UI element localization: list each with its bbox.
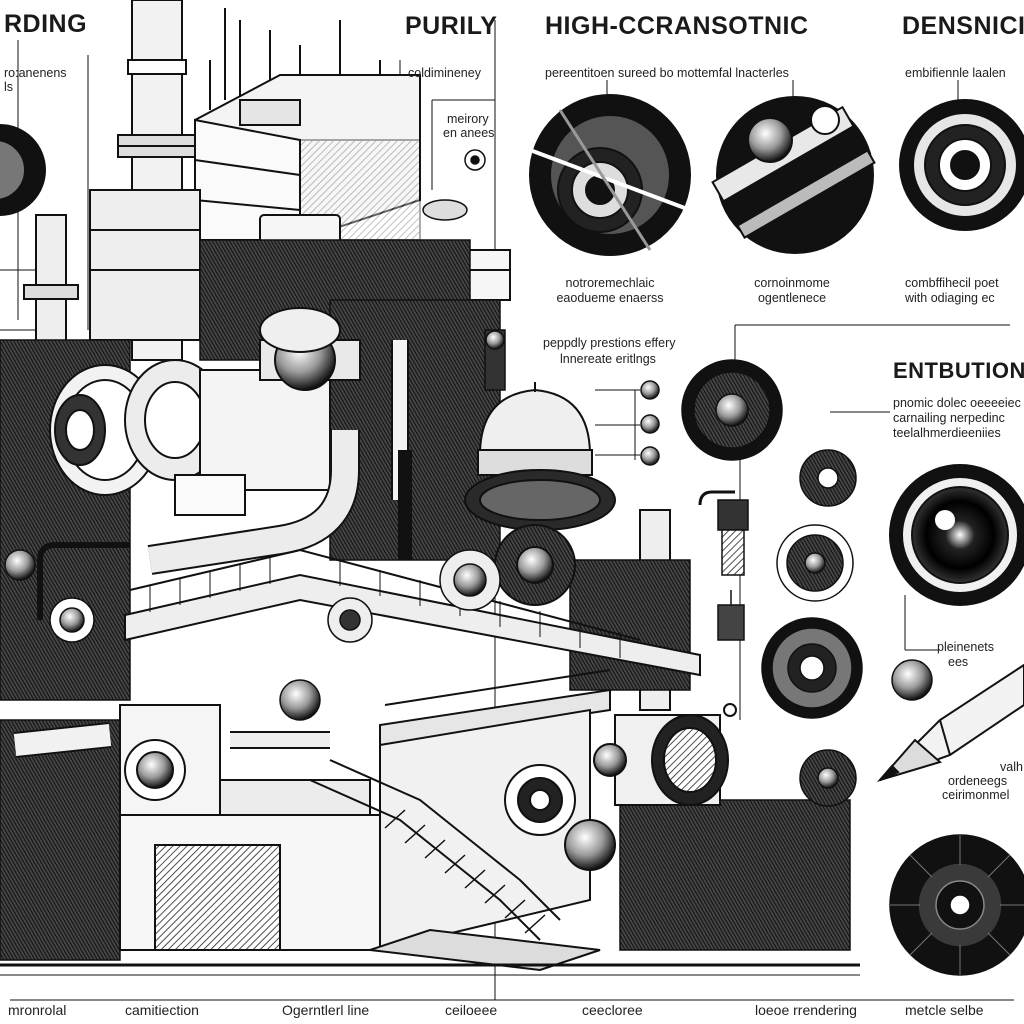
factory-knobs — [4, 149, 506, 721]
footer-label-3: Ogerntlerl line — [282, 1002, 370, 1018]
note-entbution-2: carnailing nerpedinc — [893, 411, 1005, 425]
turbines — [49, 307, 361, 516]
note-entbution-3: teelalhmerdieeniies — [893, 426, 1001, 440]
lower-building — [0, 704, 860, 976]
note-factory-mid-2: en anees — [443, 126, 495, 140]
note-lens-1: pleinenets — [937, 640, 994, 654]
note-pencil-1: valh — [1000, 760, 1023, 774]
heading-rding: RDING — [4, 10, 88, 38]
footer-label-7: metcle selbe — [905, 1002, 984, 1018]
note-factory-top: coldimineney — [408, 66, 481, 80]
heading-purily: PURILY — [405, 12, 498, 40]
staircase — [309, 759, 561, 941]
caption-circle-3-line-2: with odiaging ec — [905, 291, 995, 305]
detail-circle-3 — [0, 99, 1024, 231]
detail-circle-2 — [711, 96, 876, 254]
caption-circle-1-line-1: notroremechlaic — [565, 276, 655, 290]
fan-housing — [504, 703, 737, 871]
pencil — [876, 663, 1024, 782]
note-pencil-3: ceirimonmel — [942, 788, 1010, 802]
note-left-top-2: ls — [4, 80, 14, 94]
caption-circle-2-line-2: ogentlenece — [757, 291, 827, 305]
note-center-top: pereentitoen sureed bo mottemfal lnacter… — [545, 66, 789, 80]
main-platform — [124, 548, 701, 747]
note-lens-2: ees — [948, 655, 969, 669]
note-pencil-2: ordeneegs — [948, 774, 1008, 788]
heading-densnici: DENSNICI — [902, 12, 1024, 40]
footer-label-1: mronrolal — [8, 1002, 67, 1018]
detail-circle-1 — [529, 94, 691, 256]
pipes — [13, 340, 412, 758]
footer-label-2: camitiection — [125, 1002, 199, 1018]
footer-label-4: ceiloeee — [445, 1002, 498, 1018]
note-mid-1: peppdly prestions effery — [543, 336, 676, 350]
note-entbution-1: pnomic dolec oeeeeiec — [893, 396, 1021, 410]
large-lens — [889, 464, 1024, 606]
heading-entbution: ENTBUTION — [893, 358, 1024, 383]
note-mid-2: lnnereate eritlngs — [560, 352, 656, 366]
sunburst-disc — [889, 834, 1024, 976]
caption-circle-2-line-1: cornoinmome — [754, 276, 830, 290]
caption-circle-1-line-2: eaodueme enaerss — [556, 291, 664, 305]
note-factory-mid-1: meirory — [447, 112, 489, 126]
heading-high-ccransotnic: HIGH-CCRANSOTNIC — [545, 12, 809, 40]
footer-label-5: ceecloree — [582, 1002, 643, 1018]
note-left-top-1: ro:anenens — [4, 66, 67, 80]
component-parts — [640, 359, 933, 807]
caption-circle-3-line-1: combffihecil poet — [905, 276, 999, 290]
note-right-top: embifiennle laalen — [905, 66, 1006, 80]
footer-label-6: loeoe rrendering — [755, 1002, 857, 1018]
